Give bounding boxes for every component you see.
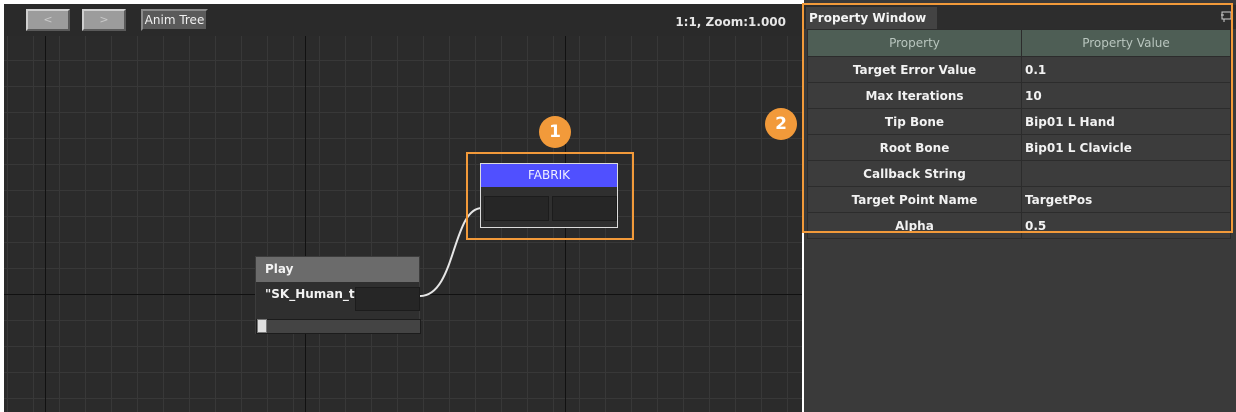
property-row[interactable]: Root Bone Bip01 L Clavicle xyxy=(807,134,1231,161)
property-value[interactable]: 0.5 xyxy=(1021,212,1231,239)
property-window-header: Property Window xyxy=(804,5,1236,29)
play-progress-bar[interactable] xyxy=(256,319,421,334)
property-row[interactable]: Tip Bone Bip01 L Hand xyxy=(807,108,1231,135)
fabrik-node[interactable]: FABRIK xyxy=(480,163,618,228)
property-value[interactable]: 10 xyxy=(1021,82,1231,109)
property-row[interactable]: Target Point Name TargetPos xyxy=(807,186,1231,213)
connection-wire xyxy=(419,207,483,297)
property-value[interactable]: TargetPos xyxy=(1021,186,1231,213)
play-progress-handle[interactable] xyxy=(257,319,267,333)
property-window-tab[interactable]: Property Window xyxy=(806,7,937,29)
property-value[interactable]: 0.1 xyxy=(1021,56,1231,83)
fabrik-node-title: FABRIK xyxy=(481,164,617,187)
property-row[interactable]: Alpha 0.5 xyxy=(807,212,1231,239)
play-animation-node[interactable]: Play "SK_Human_tpose" xyxy=(255,256,421,334)
property-name: Max Iterations xyxy=(807,82,1022,109)
fabrik-output-port[interactable] xyxy=(552,196,617,221)
property-row[interactable]: Max Iterations 10 xyxy=(807,82,1231,109)
property-name: Target Error Value xyxy=(807,56,1022,83)
property-name: Target Point Name xyxy=(807,186,1022,213)
anim-graph-canvas[interactable]: < > Anim Tree 1:1, Zoom:1.000 Play "SK_H… xyxy=(4,4,802,412)
anim-tree-button[interactable]: Anim Tree xyxy=(141,9,208,31)
property-name: Alpha xyxy=(807,212,1022,239)
callout-badge-1: 1 xyxy=(539,116,571,148)
fabrik-input-port[interactable] xyxy=(484,196,549,221)
property-value-column-header[interactable]: Property Value xyxy=(1021,29,1231,57)
forward-button[interactable]: > xyxy=(82,9,126,31)
property-column-header[interactable]: Property xyxy=(807,29,1022,57)
property-name: Callback String xyxy=(807,160,1022,187)
play-node-title: Play "SK_Human_tpose" xyxy=(256,257,419,301)
graph-toolbar: < > Anim Tree 1:1, Zoom:1.000 xyxy=(4,4,802,36)
property-value[interactable]: Bip01 L Clavicle xyxy=(1021,134,1231,161)
back-button[interactable]: < xyxy=(26,9,70,31)
callout-box-1 xyxy=(466,152,634,240)
play-output-port[interactable] xyxy=(355,287,420,311)
property-window: Property Window Property Property Value … xyxy=(804,0,1236,412)
property-row[interactable]: Target Error Value 0.1 xyxy=(807,56,1231,83)
property-table: Property Property Value Target Error Val… xyxy=(807,29,1231,239)
callout-box-2 xyxy=(802,3,1233,233)
property-name: Root Bone xyxy=(807,134,1022,161)
callout-badge-2: 2 xyxy=(765,108,797,140)
zoom-readout: 1:1, Zoom:1.000 xyxy=(675,15,786,29)
